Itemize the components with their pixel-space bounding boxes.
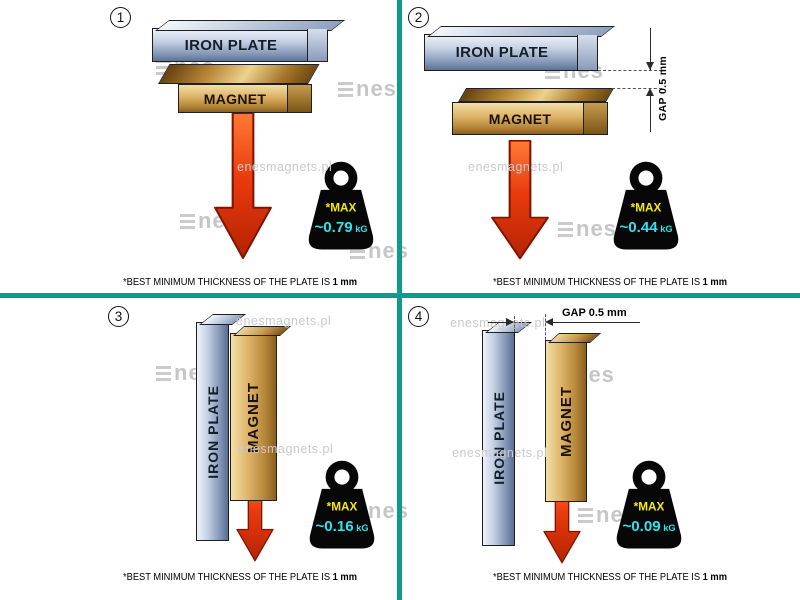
weight-handle-hole — [638, 170, 654, 186]
weight-body — [309, 488, 375, 549]
magnet-label: MAGNET — [488, 110, 552, 127]
gap-extension-line — [514, 316, 515, 332]
gap-arrow-up-icon — [646, 88, 654, 96]
caption: *BEST MINIMUM THICKNESS OF THE PLATE IS … — [493, 572, 727, 583]
weight-max-label: *MAX — [631, 202, 662, 215]
iron-plate: IRON PLATE — [152, 28, 328, 62]
enes-logo-watermark: nes — [558, 216, 617, 242]
gap-dimension-line — [488, 322, 506, 324]
iron-plate: IRON PLATE — [482, 330, 515, 546]
iron-plate-label: IRON PLATE — [455, 44, 549, 61]
watermark-text: enesmagnets.pl — [468, 160, 564, 174]
caption: *BEST MINIMUM THICKNESS OF THE PLATE IS … — [123, 277, 357, 288]
panel-3-number: 3 — [108, 306, 129, 327]
caption: *BEST MINIMUM THICKNESS OF THE PLATE IS … — [123, 572, 357, 583]
pull-arrow — [214, 112, 272, 260]
magnet-top-face — [158, 64, 320, 84]
weight-handle-hole — [641, 469, 657, 485]
gap-label: GAP 0.5 mm — [657, 56, 669, 121]
gap-extension-line — [598, 70, 662, 71]
panel-4-number: 4 — [408, 306, 429, 327]
plate-end-face — [577, 35, 597, 70]
iron-plate-label: IRON PLATE — [490, 391, 507, 485]
magnet-end-face — [287, 85, 311, 112]
magnet: MAGNET — [452, 102, 608, 135]
plate-end-face — [307, 29, 327, 61]
magnet: MAGNET — [230, 333, 277, 501]
gap-dimension-line — [650, 96, 652, 132]
magnet-end-face — [583, 103, 607, 134]
weight-body — [616, 488, 682, 549]
weight-handle-hole — [333, 170, 349, 186]
gap-arrow-down-icon — [646, 62, 654, 70]
weight-handle-hole — [334, 469, 350, 485]
divider-vertical — [397, 0, 402, 600]
watermark-text: enesmagnets.pl — [238, 442, 334, 456]
gap-dimension-line — [650, 28, 652, 70]
magnet-label: MAGNET — [557, 385, 575, 457]
gap-dimension-line — [553, 322, 640, 324]
caption: *BEST MINIMUM THICKNESS OF THE PLATE IS … — [493, 277, 727, 288]
gap-arrow-left-icon — [545, 318, 553, 326]
panel-1-number: 1 — [110, 7, 131, 28]
weight-max-label: *MAX — [634, 501, 665, 514]
gap-extension-line — [612, 88, 662, 89]
weight-body — [308, 189, 374, 250]
watermark-text: enesmagnets.pl — [237, 160, 333, 174]
magnet-label: MAGNET — [203, 90, 267, 107]
weight-max-label: *MAX — [326, 202, 357, 215]
magnet: MAGNET — [545, 340, 587, 502]
iron-plate-label: IRON PLATE — [204, 384, 221, 479]
magnet: MAGNET — [178, 84, 312, 113]
iron-plate: IRON PLATE — [196, 322, 229, 541]
enes-logo-watermark: nes — [338, 76, 397, 102]
iron-plate: IRON PLATE — [424, 34, 598, 71]
panel-2-number: 2 — [408, 7, 429, 28]
divider-horizontal — [0, 293, 800, 298]
weight-max-label: *MAX — [327, 501, 358, 514]
pull-arrow — [491, 140, 549, 260]
watermark-text: enesmagnets.pl — [236, 314, 332, 328]
iron-plate-label: IRON PLATE — [184, 36, 278, 54]
magnet-top-face — [458, 88, 615, 102]
gap-extension-line — [545, 314, 546, 340]
watermark-text: enesmagnets.pl — [452, 446, 548, 460]
weight-body — [613, 189, 679, 250]
gap-label: GAP 0.5 mm — [562, 307, 627, 319]
gap-arrow-right-icon — [506, 318, 514, 326]
